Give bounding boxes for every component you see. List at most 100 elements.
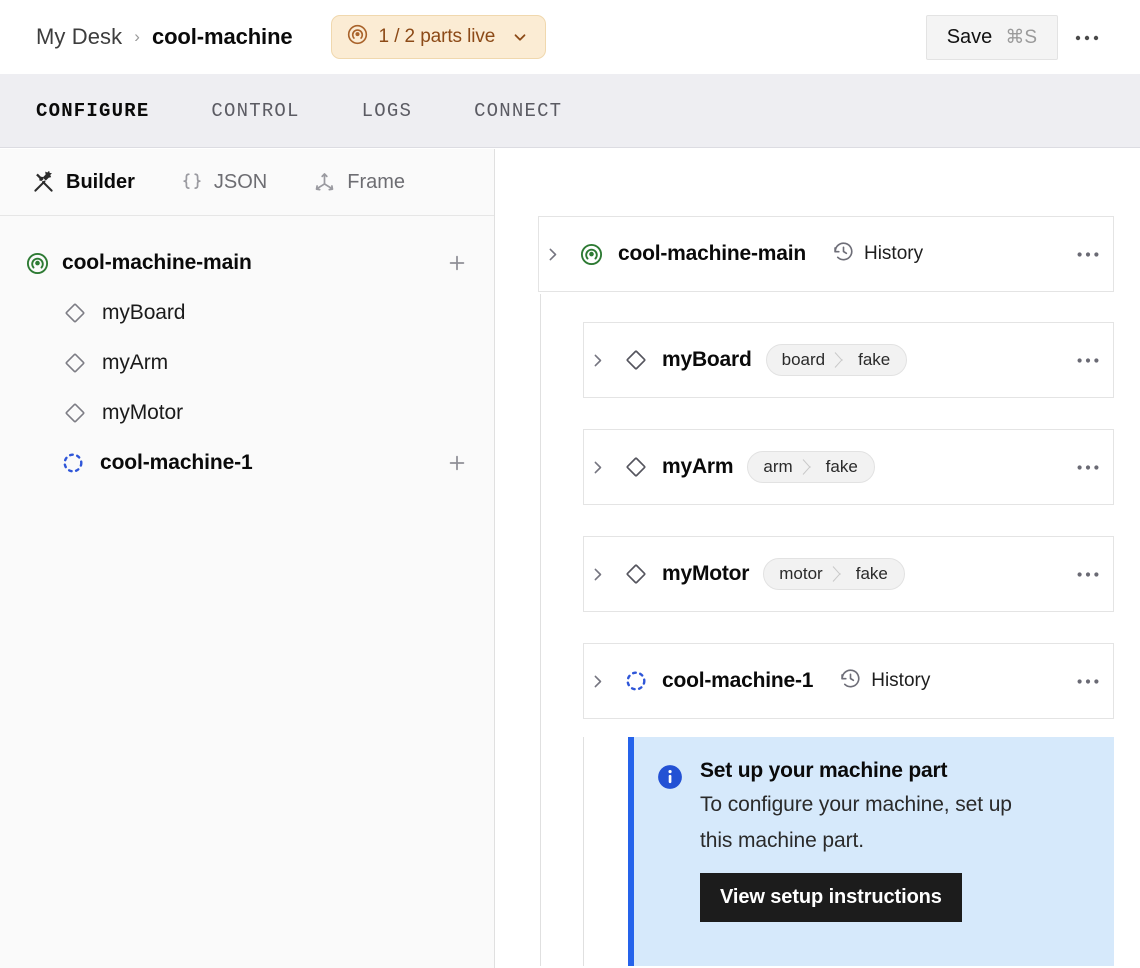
pill-divider-icon: [831, 559, 844, 589]
history-button[interactable]: History: [832, 240, 923, 268]
diamond-icon: [624, 455, 648, 479]
breadcrumb: My Desk › cool-machine: [36, 24, 293, 50]
setup-callout-text: To configure your machine, set up this m…: [700, 793, 1012, 853]
part-model-label: fake: [825, 457, 858, 476]
part-card-actions: [1063, 357, 1113, 363]
diamond-icon: [60, 301, 90, 325]
dashed-circle-blue-icon: [624, 669, 648, 693]
part-card-name: cool-machine-main: [618, 242, 806, 265]
part-card-actions: [1063, 571, 1113, 577]
sidebar-view-frame-label: Frame: [347, 170, 406, 193]
part-card-cool-machine-main[interactable]: cool-machine-main History: [538, 216, 1114, 292]
sidebar-view-toolbar: Builder JSON F: [0, 149, 494, 216]
tab-control[interactable]: CONTROL: [211, 99, 300, 122]
chevron-right-icon[interactable]: [584, 352, 610, 369]
setup-callout-title: Set up your machine part: [700, 759, 948, 782]
tree-item-cool-machine-1[interactable]: cool-machine-1: [0, 438, 494, 488]
tree-item-label: cool-machine-main: [62, 251, 252, 274]
main-tab-bar: CONFIGURE CONTROL LOGS CONNECT: [0, 74, 1140, 148]
tree-item-label: myArm: [102, 351, 168, 374]
clock-history-icon: [832, 240, 855, 268]
top-bar: My Desk › cool-machine 1 / 2 parts live …: [0, 0, 1140, 74]
part-card-more-button[interactable]: [1063, 678, 1113, 684]
part-card-more-button[interactable]: [1063, 571, 1113, 577]
chevron-down-icon: [511, 28, 529, 46]
info-circle-icon: [656, 763, 684, 944]
part-type-label: board: [781, 350, 826, 369]
part-card-actions: [1063, 251, 1113, 257]
chevron-right-icon[interactable]: [584, 459, 610, 476]
machine-signal-green-icon: [22, 251, 52, 276]
view-setup-instructions-button[interactable]: View setup instructions: [700, 873, 962, 923]
part-type-pill: motor fake: [763, 558, 905, 590]
part-card-name: myArm: [662, 455, 734, 478]
add-part-button-sub[interactable]: [446, 452, 468, 474]
tab-connect[interactable]: CONNECT: [474, 99, 563, 122]
part-type-pill: arm fake: [747, 451, 875, 483]
save-button[interactable]: Save ⌘S: [925, 14, 1058, 60]
part-type-label: motor: [779, 564, 823, 583]
machine-parts-panel: cool-machine-main History: [496, 149, 1140, 968]
diamond-icon: [60, 401, 90, 425]
part-model-label: fake: [858, 350, 891, 369]
setup-callout: Set up your machine part To configure yo…: [628, 737, 1114, 966]
chevron-right-icon[interactable]: [539, 246, 565, 263]
pill-divider-icon: [801, 452, 814, 482]
part-card-mymotor[interactable]: myMotor motor fake: [583, 536, 1114, 612]
curly-braces-icon: [181, 171, 203, 193]
add-part-button-root[interactable]: [446, 252, 468, 274]
tree-item-label: myMotor: [102, 401, 183, 424]
save-button-label: Save: [946, 25, 993, 48]
breadcrumb-root-link[interactable]: My Desk: [36, 24, 123, 49]
breadcrumb-current: cool-machine: [151, 24, 293, 49]
sidebar-view-builder[interactable]: Builder: [32, 170, 135, 194]
three-axis-frame-icon: [313, 171, 336, 194]
parts-live-badge[interactable]: 1 / 2 parts live: [330, 15, 547, 59]
top-bar-actions: Save ⌘S: [925, 14, 1116, 60]
tree-item-mymotor[interactable]: myMotor: [0, 388, 494, 438]
sidebar-view-frame[interactable]: Frame: [313, 171, 405, 194]
part-card-name: myMotor: [662, 562, 750, 585]
part-type-pill: board fake: [765, 344, 908, 376]
sidebar-view-json[interactable]: JSON: [181, 171, 267, 194]
ellipsis-icon: [1075, 28, 1099, 46]
tab-logs[interactable]: LOGS: [361, 99, 413, 122]
clock-history-icon: [839, 667, 862, 695]
chevron-right-icon[interactable]: [584, 673, 610, 690]
part-card-more-button[interactable]: [1063, 251, 1113, 257]
history-label: History: [871, 670, 931, 691]
tree-item-label: cool-machine-1: [100, 451, 253, 474]
dashed-circle-blue-icon: [58, 451, 88, 475]
tab-configure[interactable]: CONFIGURE: [36, 99, 150, 122]
more-options-button[interactable]: [1058, 15, 1116, 60]
history-button[interactable]: History: [839, 667, 930, 695]
part-card-myboard[interactable]: myBoard board fake: [583, 322, 1114, 398]
chevron-right-icon[interactable]: [584, 566, 610, 583]
breadcrumb-separator-icon: ›: [134, 27, 140, 46]
tree-item-label: myBoard: [102, 301, 186, 324]
machine-parts-tree: cool-machine-main myBoard myArm: [0, 216, 494, 488]
part-type-label: arm: [763, 457, 793, 476]
tools-hammer-wrench-icon: [32, 170, 55, 194]
part-card-more-button[interactable]: [1063, 357, 1113, 363]
diamond-icon: [624, 348, 648, 372]
machine-signal-icon: [346, 23, 369, 51]
setup-callout-body: Set up your machine part To configure yo…: [700, 759, 1030, 944]
tree-item-cool-machine-main[interactable]: cool-machine-main: [0, 238, 494, 288]
part-card-cool-machine-1[interactable]: cool-machine-1 History: [583, 643, 1114, 719]
part-card-myarm[interactable]: myArm arm fake: [583, 429, 1114, 505]
pill-divider-icon: [833, 345, 846, 375]
tree-connector-outer: [540, 294, 541, 966]
parts-live-label: 1 / 2 parts live: [378, 26, 496, 47]
configure-sidebar: Builder JSON F: [0, 149, 495, 968]
tree-item-myarm[interactable]: myArm: [0, 338, 494, 388]
part-card-actions: [1063, 678, 1113, 684]
save-shortcut-label: ⌘S: [1005, 26, 1037, 48]
tree-connector-inner: [583, 737, 584, 966]
diamond-icon: [60, 351, 90, 375]
diamond-icon: [624, 562, 648, 586]
sidebar-view-builder-label: Builder: [66, 170, 135, 193]
part-card-more-button[interactable]: [1063, 464, 1113, 470]
tree-item-myboard[interactable]: myBoard: [0, 288, 494, 338]
history-label: History: [863, 243, 924, 264]
